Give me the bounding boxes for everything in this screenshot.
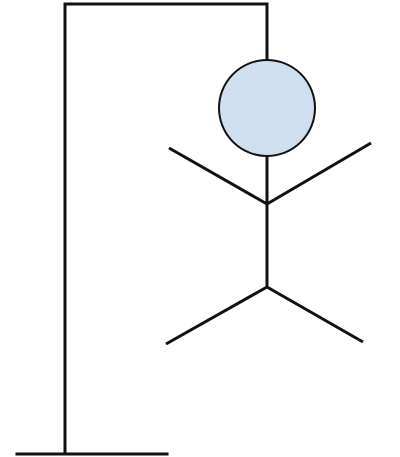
hangman-head [218,59,316,157]
hangman-right-leg [266,285,364,344]
hangman-left-arm [168,146,268,206]
hangman-left-leg [165,285,268,346]
hangman-right-arm [266,141,372,206]
